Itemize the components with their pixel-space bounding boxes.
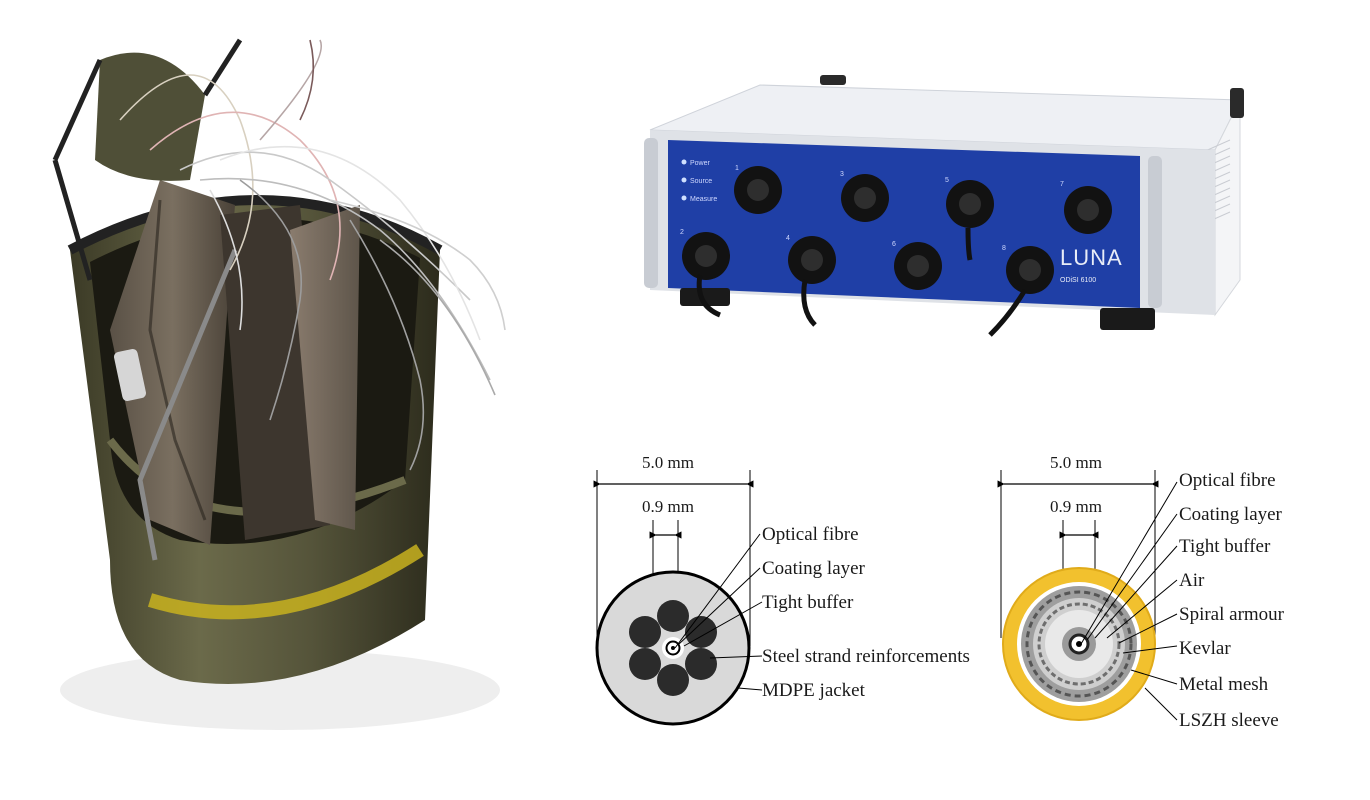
port-number: 3 <box>840 171 844 178</box>
cable-cross-section-steel: 5.0 mm 0.9 mm Optical fibre Coating laye… <box>593 453 970 726</box>
port-number: 5 <box>945 177 949 184</box>
luna-interrogator-device: Power Source Measure 1 3 5 7 2 4 6 8 <box>644 75 1244 337</box>
port-number: 2 <box>680 229 684 236</box>
connector-cables <box>696 227 1028 337</box>
leader-lines <box>1080 481 1178 721</box>
sensor-clamp <box>113 348 147 402</box>
label-coating-layer: Coating layer <box>762 558 866 579</box>
fibre-connector-core <box>747 179 769 201</box>
label-tight-buffer: Tight buffer <box>762 592 854 613</box>
spiral-armour <box>1037 602 1121 686</box>
steel-strand <box>685 648 717 680</box>
inner-diameter-label: 0.9 mm <box>642 497 694 516</box>
steel-strands <box>629 600 717 696</box>
status-indicators: Power Source Measure <box>681 159 717 203</box>
steel-plate-right <box>290 205 360 530</box>
seat-frame <box>52 38 243 281</box>
label-spiral-armour: Spiral armour <box>1179 604 1285 625</box>
handle-right <box>1148 156 1162 308</box>
steel-strand <box>629 616 661 648</box>
leader-lines <box>674 533 763 691</box>
top-seat <box>95 52 205 181</box>
port-number: 7 <box>1060 181 1064 188</box>
fibre-connector-core <box>801 249 823 271</box>
fibre-connector-core <box>1019 259 1041 281</box>
port-number: 8 <box>1002 245 1006 252</box>
device-brand: LUNA <box>1060 245 1123 270</box>
cable-cross-section-armoured: 5.0 mm 0.9 mm Optical fibre Coating laye… <box>997 453 1285 731</box>
power-led <box>681 159 687 165</box>
label-mdpe-jacket: MDPE jacket <box>762 680 866 701</box>
port-number: 1 <box>735 165 739 172</box>
optical-fibre <box>671 646 675 650</box>
inner-diameter-label: 0.9 mm <box>1050 497 1102 516</box>
port-number: 6 <box>892 241 896 248</box>
optical-fibre <box>1076 641 1082 647</box>
connector-row-bottom: 2 4 6 8 <box>680 229 1054 294</box>
label-lszh-sleeve: LSZH sleeve <box>1179 710 1279 731</box>
label-metal-mesh: Metal mesh <box>1179 674 1269 695</box>
measure-led <box>681 195 687 201</box>
label-kevlar: Kevlar <box>1179 638 1231 659</box>
yellow-tape <box>147 544 424 620</box>
panel-label-measure: Measure <box>690 196 717 203</box>
foot-right <box>1100 308 1155 330</box>
fibre-connector-core <box>854 187 876 209</box>
fibre-connector-core <box>959 193 981 215</box>
fibre-connector-core <box>695 245 717 267</box>
label-optical-fibre: Optical fibre <box>1179 470 1276 491</box>
label-air: Air <box>1179 570 1205 591</box>
label-tight-buffer: Tight buffer <box>1179 536 1271 557</box>
metal-mesh-dashes <box>1025 590 1133 698</box>
label-optical-fibre: Optical fibre <box>762 524 859 545</box>
panel-label-source: Source <box>690 178 712 185</box>
foot-left <box>680 288 730 306</box>
fibre-connector-core <box>907 255 929 277</box>
sensor-wires <box>119 39 506 471</box>
label-steel-strand: Steel strand reinforcements <box>762 646 970 667</box>
handle-left <box>644 138 658 288</box>
corner-cap-tl <box>820 75 846 85</box>
outer-diameter-label: 5.0 mm <box>642 453 694 472</box>
label-coating-layer: Coating layer <box>1179 504 1283 525</box>
weld-seam <box>148 199 207 521</box>
steel-strand <box>657 664 689 696</box>
steel-strand <box>629 648 661 680</box>
steel-plate-left <box>110 180 235 545</box>
specimen-bucket-photo <box>52 38 506 730</box>
metal-rod <box>137 249 238 561</box>
source-led <box>681 177 687 183</box>
port-number: 4 <box>786 235 790 242</box>
outer-diameter-label: 5.0 mm <box>1050 453 1102 472</box>
corner-cap-tr <box>1230 88 1244 118</box>
steel-strand <box>657 600 689 632</box>
connector-row-top: 1 3 5 7 <box>734 165 1112 234</box>
fibre-connector-core <box>1077 199 1099 221</box>
panel-label-power: Power <box>690 160 711 167</box>
device-model: ODiSI 6100 <box>1060 277 1096 284</box>
